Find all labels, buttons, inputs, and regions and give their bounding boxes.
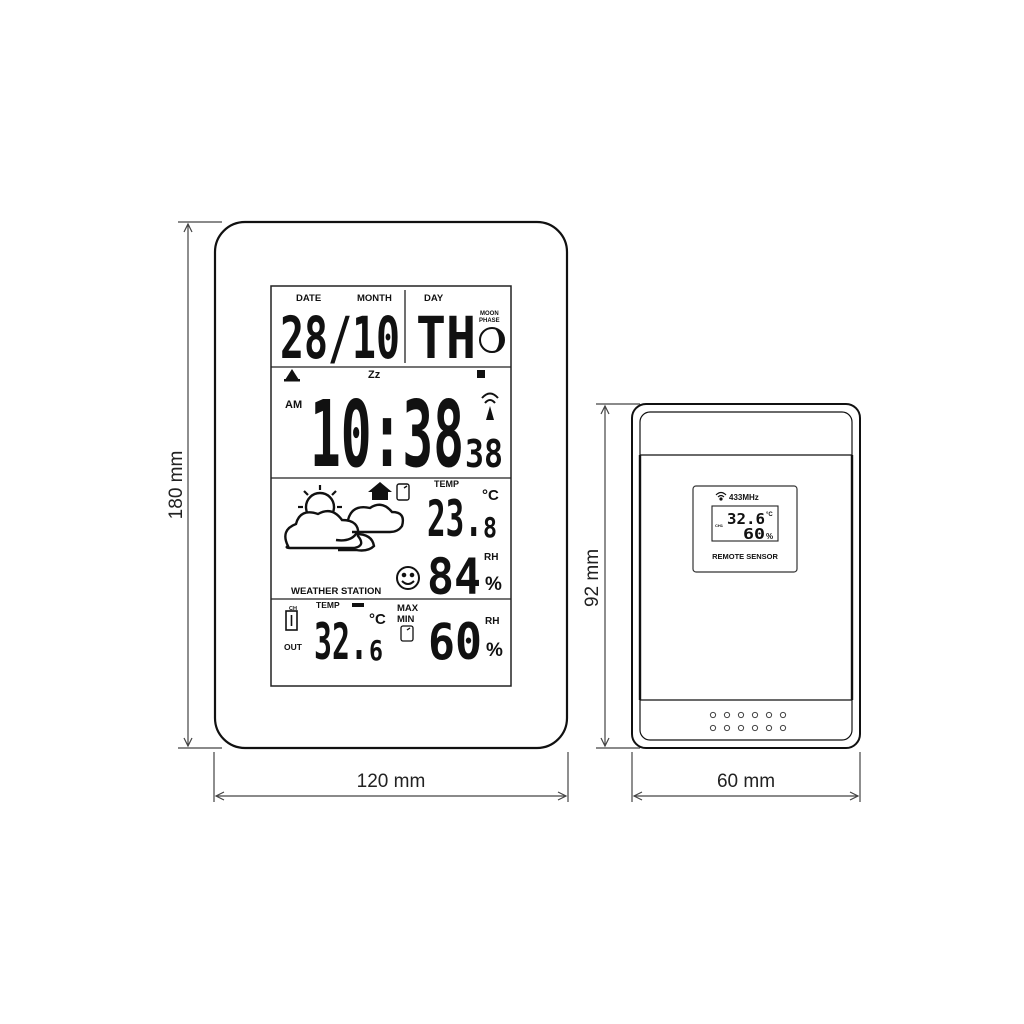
sensor-width-dimension [631, 752, 861, 802]
outdoor-rh-label: RH [485, 616, 499, 627]
main-lcd [270, 285, 512, 687]
sensor-temp-value: 32.6 [727, 510, 765, 528]
moon-phase-icon [479, 327, 505, 353]
main-width-label: 120 mm [357, 771, 426, 792]
outdoor-temp-main: 32. [314, 613, 368, 671]
date-label: DATE [296, 293, 321, 304]
wifi-icon [715, 491, 727, 501]
sensor-lcd [711, 505, 779, 542]
moon-label: MOON [480, 311, 499, 317]
sun-cloud-icon [284, 485, 405, 552]
sensor-humidity-value: 60 [743, 525, 765, 543]
indoor-temp-unit: °C [482, 487, 499, 504]
outdoor-percent: % [486, 640, 503, 661]
indoor-temp-decimal: 8 [483, 511, 497, 544]
outdoor-temp-unit: °C [369, 611, 386, 628]
time-value: 10:38 [310, 381, 464, 488]
snooze-icon: Zz [368, 369, 381, 381]
outdoor-temp-decimal: 6 [369, 634, 383, 667]
sensor-percent: % [766, 532, 773, 541]
sensor-vent-holes [709, 711, 787, 732]
day-value: TH [416, 304, 476, 372]
outdoor-humidity-value: 60 [428, 613, 482, 671]
date-value: 28/10 [280, 304, 400, 372]
battery-icon [352, 603, 364, 607]
smiley-icon [396, 566, 420, 590]
phase-label: PHASE [479, 318, 500, 324]
sensor-width-label: 60 mm [717, 771, 775, 792]
min-label: MIN [397, 614, 415, 625]
indoor-percent: % [485, 574, 502, 595]
main-height-dimension [178, 221, 222, 749]
outdoor-temp-label: TEMP [316, 600, 340, 610]
weather-station-label: WEATHER STATION [291, 586, 381, 597]
main-width-dimension [213, 752, 569, 802]
dnd-square-icon [477, 370, 485, 378]
outdoor-thermometer-icon [400, 625, 414, 642]
channel-icon [285, 610, 298, 631]
out-label: OUT [284, 642, 303, 652]
indoor-temp-label: TEMP [434, 479, 459, 489]
indoor-rh-label: RH [484, 552, 498, 563]
indoor-temp-main: 23. [427, 490, 483, 548]
thermometer-icon [396, 483, 410, 501]
channel-label: CH [289, 606, 297, 612]
sensor-height-dimension [596, 403, 640, 749]
radio-signal-icon [481, 392, 499, 420]
sensor-frequency: 433MHz [729, 493, 759, 502]
sensor-temp-unit: °C [766, 512, 773, 518]
main-height-label: 180 mm [166, 451, 187, 520]
alarm-bell-icon [284, 369, 300, 382]
house-icon [368, 482, 392, 500]
day-label: DAY [424, 293, 444, 304]
indoor-humidity-value: 84 [427, 548, 481, 606]
am-label: AM [285, 399, 302, 411]
remote-sensor-label: REMOTE SENSOR [712, 552, 778, 561]
seconds-value: 38 [465, 432, 503, 476]
sensor-height-label: 92 mm [582, 549, 603, 607]
sensor-channel: CH1 [715, 523, 724, 528]
max-label: MAX [397, 603, 419, 614]
remote-sensor-body [631, 403, 861, 749]
month-label: MONTH [357, 293, 392, 304]
